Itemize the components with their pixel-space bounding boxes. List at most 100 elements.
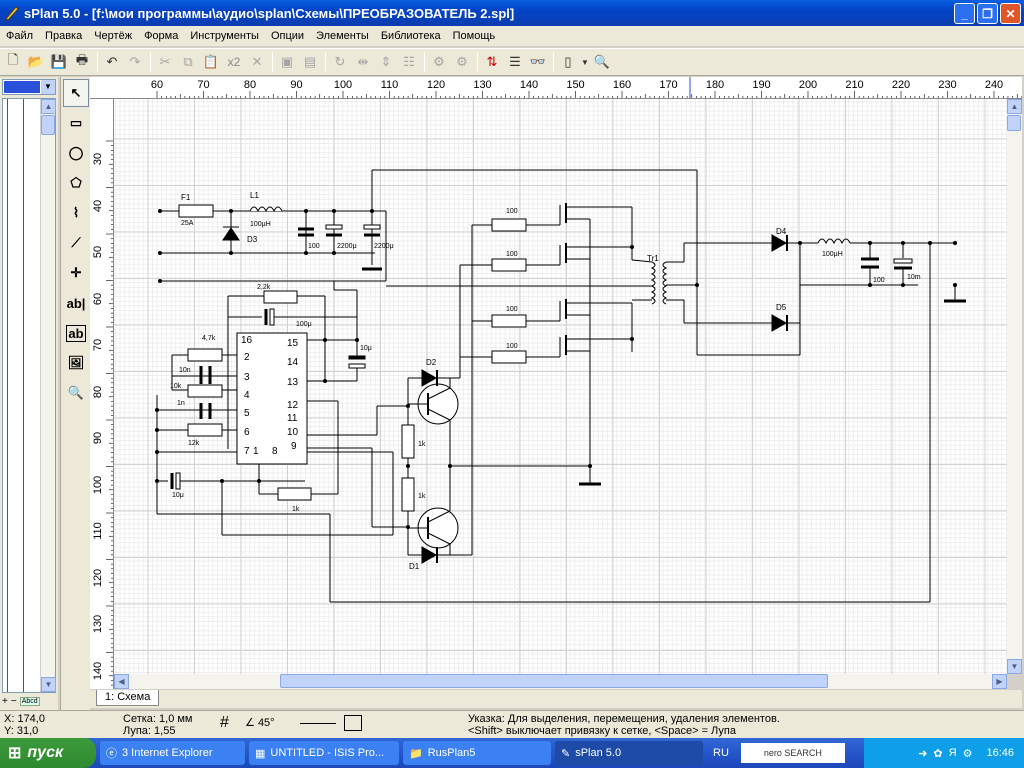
redo-icon: ↷ — [129, 54, 141, 69]
drawing-canvas[interactable]: F1 25A L1 100μH D3 100 2200μ 2200μ 2,2k … — [114, 99, 1007, 674]
duplicate-button[interactable]: x2 — [223, 51, 245, 73]
polygon-tool[interactable]: ⬠ — [63, 169, 89, 197]
mirror-v-button[interactable]: ⇕ — [375, 51, 397, 73]
bring-front-button[interactable]: ▣ — [276, 51, 298, 73]
parts-list-button[interactable]: ☰ — [504, 51, 526, 73]
rectangle-tool[interactable]: ▭ — [63, 109, 89, 137]
pin-3: 3 — [244, 372, 250, 383]
fill-style-button[interactable] — [344, 715, 362, 731]
zoom-button[interactable]: 🔍 — [591, 51, 613, 73]
paste-button[interactable]: 📋 — [200, 51, 222, 73]
label-d2: D2 — [426, 358, 437, 367]
layer-color-combo[interactable]: ▼ — [2, 79, 56, 95]
group-button[interactable]: ⚙ — [428, 51, 450, 73]
magnifier-tool[interactable]: 🔍 — [63, 379, 89, 407]
scroll-left-icon[interactable]: ◀ — [114, 674, 129, 689]
send-back-button[interactable]: ▤ — [299, 51, 321, 73]
find-button[interactable]: 👓 — [527, 51, 549, 73]
vscroll-thumb[interactable] — [1007, 115, 1021, 131]
new-file-button[interactable]: 🗋 — [2, 51, 24, 73]
tray-gear-icon[interactable]: ⚙ — [962, 747, 973, 760]
junction-tool[interactable]: ✛ — [63, 259, 89, 287]
minimize-button[interactable]: _ — [954, 3, 975, 24]
redo-button[interactable]: ↷ — [124, 51, 146, 73]
ruler-label: 130 — [473, 79, 492, 91]
scroll-up-icon[interactable]: ▲ — [1007, 99, 1022, 114]
print-button[interactable]: 🖶 — [71, 51, 93, 73]
textbox-tool[interactable]: ab — [63, 319, 89, 347]
undo-button[interactable]: ↶ — [101, 51, 123, 73]
scroll-down-icon[interactable]: ▼ — [41, 677, 56, 692]
close-button[interactable]: ✕ — [1000, 3, 1021, 24]
menu-tools[interactable]: Инструменты — [190, 30, 259, 42]
menu-elements[interactable]: Элементы — [316, 30, 369, 42]
ungroup-button[interactable]: ⚙ — [451, 51, 473, 73]
pin-1: 1 — [253, 446, 259, 457]
ellipse-tool[interactable]: ◯ — [63, 139, 89, 167]
start-button[interactable]: ⊞ пуск — [0, 738, 96, 768]
task-isis[interactable]: ▦UNTITLED - ISIS Pro... — [249, 741, 399, 765]
remove-layer-button[interactable]: − — [10, 695, 17, 707]
page-dropdown-button[interactable]: ▼ — [580, 51, 590, 73]
rectangle-icon: ▭ — [69, 115, 83, 130]
tray-flower-icon[interactable]: ✿ — [933, 747, 943, 760]
label-c100u: 100μ — [296, 321, 312, 328]
add-layer-button[interactable]: + — [2, 695, 8, 707]
hint-line-1: Указка: Для выделения, перемещения, удал… — [468, 713, 780, 725]
toolbar-separator — [424, 52, 425, 72]
image-icon: 🖼 — [67, 355, 85, 370]
image-tool[interactable]: 🖼 — [63, 349, 89, 377]
layer-text-button[interactable]: Abcd — [19, 696, 40, 706]
open-file-button[interactable]: 📂 — [25, 51, 47, 73]
ruler-label: 70 — [197, 79, 210, 91]
align-button[interactable]: ☷ — [398, 51, 420, 73]
ruler-label: 120 — [426, 79, 446, 91]
pointer-tool[interactable]: ↖ — [63, 79, 89, 107]
label-c100-out: 100 — [873, 277, 885, 284]
copy-button[interactable]: ⧉ — [177, 51, 199, 73]
menu-library[interactable]: Библиотека — [380, 30, 441, 42]
numbering-button[interactable]: ⇅ — [481, 51, 503, 73]
tray-arrow-icon[interactable]: ➜ — [918, 747, 928, 760]
delete-button[interactable]: ✕ — [246, 51, 268, 73]
angle-snap-button[interactable]: ∠ 45° — [245, 717, 275, 729]
tray-yandex-icon[interactable]: Я — [948, 747, 957, 759]
scroll-down-icon[interactable]: ▼ — [1007, 659, 1022, 674]
polyline-tool[interactable]: ⟋ — [63, 229, 89, 257]
scroll-up-icon[interactable]: ▲ — [41, 99, 56, 114]
layer-list[interactable]: ▲ ▼ — [2, 98, 56, 693]
hscroll-thumb[interactable] — [280, 674, 828, 688]
text-tool[interactable]: ab| — [63, 289, 89, 317]
ruler-label: 210 — [845, 79, 864, 91]
task-rusplan[interactable]: 📁RusPlan5 — [403, 741, 551, 765]
restore-button[interactable]: ❐ — [977, 3, 998, 24]
canvas-vertical-scrollbar[interactable]: ▲ ▼ — [1007, 99, 1022, 674]
menu-options[interactable]: Опции — [270, 30, 305, 42]
save-button[interactable]: 💾 — [48, 51, 70, 73]
menu-edit[interactable]: Правка — [45, 30, 83, 42]
mirror-h-button[interactable]: ⇹ — [352, 51, 374, 73]
rotate-button[interactable]: ↻ — [329, 51, 351, 73]
label-r100-4: 100 — [506, 343, 518, 350]
line-width-button[interactable] — [300, 723, 336, 724]
menu-drawing[interactable]: Чертёж — [94, 30, 133, 42]
menu-shape[interactable]: Форма — [144, 30, 179, 42]
grid-toggle-button[interactable]: # — [220, 715, 229, 731]
layer-scrollbar[interactable]: ▲ ▼ — [40, 99, 56, 692]
scroll-thumb[interactable] — [41, 115, 55, 135]
menu-file[interactable]: Файл — [6, 30, 34, 42]
canvas-horizontal-scrollbar[interactable]: ◀ ▶ — [114, 674, 1007, 689]
scroll-right-icon[interactable]: ▶ — [992, 674, 1007, 689]
nero-search-box[interactable]: nero SEARCH — [740, 743, 845, 763]
bezier-tool[interactable]: ⌇ — [63, 199, 89, 227]
tab-sheet-1[interactable]: 1: Схема — [96, 690, 160, 706]
cut-button[interactable]: ✂ — [154, 51, 176, 73]
task-splan[interactable]: ✎sPlan 5.0 — [555, 741, 703, 765]
page-setup-button[interactable]: ▯ — [557, 51, 579, 73]
ellipse-icon: ◯ — [68, 145, 84, 160]
menu-help[interactable]: Помощь — [452, 30, 496, 42]
language-indicator[interactable]: RU — [713, 747, 729, 759]
